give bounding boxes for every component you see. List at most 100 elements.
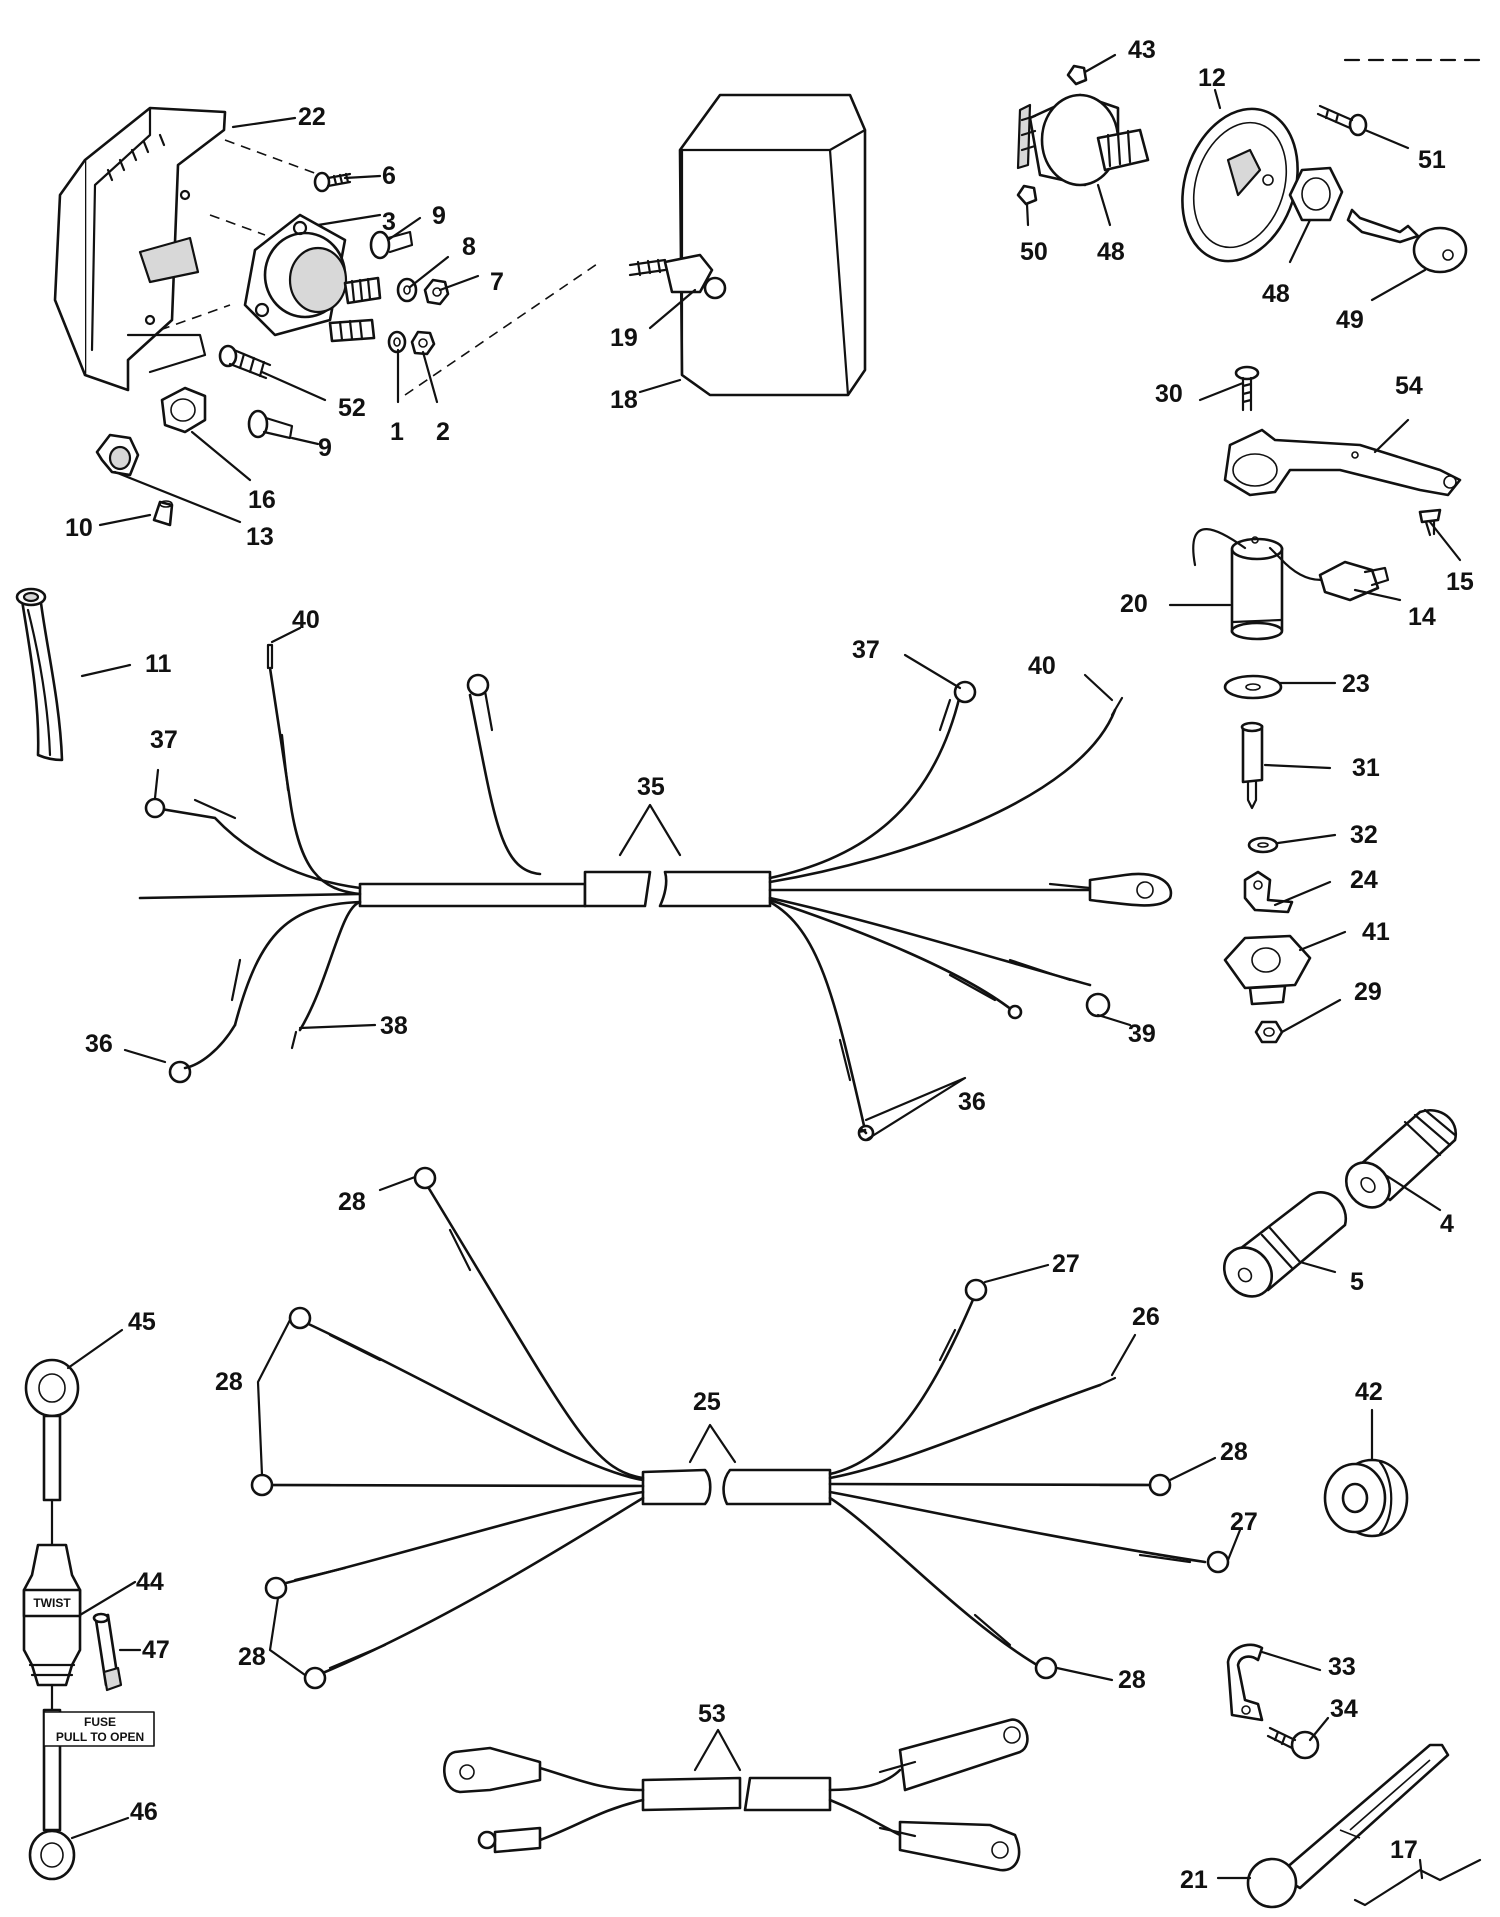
nut-48-lower xyxy=(1288,166,1344,222)
callout-54: 54 xyxy=(1395,372,1423,400)
wire-harness-35 xyxy=(138,643,1173,1142)
callout-26: 26 xyxy=(1132,1303,1160,1331)
nut-43 xyxy=(1066,64,1088,86)
callout-5: 5 xyxy=(1350,1268,1364,1296)
screw-9-top xyxy=(369,230,414,260)
callout-24: 24 xyxy=(1350,866,1378,894)
callout-22: 22 xyxy=(298,103,326,131)
terminal-19 xyxy=(628,253,727,300)
callout-4: 4 xyxy=(1440,1210,1454,1238)
clamp-13 xyxy=(95,433,140,477)
callout-28-top: 28 xyxy=(338,1188,366,1216)
fuse-label-line1: FUSE xyxy=(84,1715,116,1729)
battery-cable-53 xyxy=(443,1718,1029,1872)
callout-39: 39 xyxy=(1128,1020,1156,1048)
callout-10: 10 xyxy=(65,514,93,542)
nut-50 xyxy=(1016,184,1038,206)
callout-31: 31 xyxy=(1352,754,1380,782)
key-49 xyxy=(1346,208,1468,274)
nut-2 xyxy=(410,330,436,356)
callout-36-left: 36 xyxy=(85,1030,113,1058)
callout-18: 18 xyxy=(610,386,638,414)
callout-48-lower: 48 xyxy=(1262,280,1290,308)
screw-52 xyxy=(218,344,272,380)
callout-12: 12 xyxy=(1198,64,1226,92)
lockwasher-1 xyxy=(387,330,407,354)
callout-42: 42 xyxy=(1355,1378,1383,1406)
callout-35: 35 xyxy=(637,773,665,801)
screw-51 xyxy=(1316,104,1368,137)
screw-6 xyxy=(313,171,352,193)
grommet-41 xyxy=(1223,934,1312,1006)
connector-5 xyxy=(1222,1191,1348,1298)
callout-1: 1 xyxy=(390,418,404,446)
condenser-20 xyxy=(1192,528,1342,641)
bracket-54 xyxy=(1223,428,1462,497)
callout-48-upper: 48 xyxy=(1097,238,1125,266)
callout-37-right: 37 xyxy=(852,636,880,664)
callout-11: 11 xyxy=(145,650,172,678)
solenoid-3 xyxy=(243,213,382,343)
screw-30 xyxy=(1234,365,1260,412)
callout-3: 3 xyxy=(382,208,396,236)
callout-13: 13 xyxy=(246,523,274,551)
callout-9-top: 9 xyxy=(432,202,446,230)
callout-43: 43 xyxy=(1128,36,1156,64)
grommet-42 xyxy=(1323,1458,1409,1538)
callout-41: 41 xyxy=(1362,918,1390,946)
pin-31 xyxy=(1240,721,1264,810)
callout-16: 16 xyxy=(248,486,276,514)
callout-2: 2 xyxy=(436,418,450,446)
leader-lines xyxy=(66,53,1462,1880)
callout-38: 38 xyxy=(380,1012,408,1040)
lever-21 xyxy=(1246,1743,1450,1909)
callout-8: 8 xyxy=(462,233,476,261)
callout-37-left: 37 xyxy=(150,726,178,754)
callout-36-right: 36 xyxy=(958,1088,986,1116)
screw-34 xyxy=(1266,1726,1320,1760)
sleeve-10 xyxy=(152,500,174,527)
callout-labels: 22 6 3 9 8 7 1 2 52 9 16 13 10 19 18 43 … xyxy=(65,36,1474,1894)
nut-29 xyxy=(1254,1020,1284,1044)
callout-51: 51 xyxy=(1418,146,1446,174)
callout-34: 34 xyxy=(1330,1695,1358,1723)
callout-28-lower-right: 28 xyxy=(1118,1666,1146,1694)
callout-52: 52 xyxy=(338,394,366,422)
connector-4 xyxy=(1344,1108,1458,1209)
callout-49: 49 xyxy=(1336,306,1364,334)
callout-15: 15 xyxy=(1446,568,1474,596)
bracket-plate-22 xyxy=(53,106,227,392)
wire-harness-25 xyxy=(250,1166,1230,1690)
clamp-16 xyxy=(160,386,207,434)
clip-24 xyxy=(1243,870,1294,914)
callout-44: 44 xyxy=(136,1568,164,1596)
callout-40-left: 40 xyxy=(292,606,320,634)
callout-29: 29 xyxy=(1354,978,1382,1006)
callout-9-lower: 9 xyxy=(318,434,332,462)
callout-32: 32 xyxy=(1350,821,1378,849)
spring-rod-17 xyxy=(1353,1858,1482,1907)
callout-28-left: 28 xyxy=(215,1368,243,1396)
callout-27-right: 27 xyxy=(1230,1508,1258,1536)
washer-32 xyxy=(1247,836,1279,854)
callout-17: 17 xyxy=(1390,1836,1418,1864)
callout-40-right: 40 xyxy=(1028,652,1056,680)
fuse-holder-44: TWIST FUSE PULL TO OPEN xyxy=(22,1358,155,1881)
fuse-47 xyxy=(92,1612,123,1692)
callout-30: 30 xyxy=(1155,380,1183,408)
callout-28-lower-left: 28 xyxy=(238,1643,266,1671)
callout-23: 23 xyxy=(1342,670,1370,698)
callout-47: 47 xyxy=(142,1636,170,1664)
callout-19: 19 xyxy=(610,324,638,352)
callout-46: 46 xyxy=(130,1798,158,1826)
lockwasher-8 xyxy=(396,277,418,303)
callout-25: 25 xyxy=(693,1388,721,1416)
callout-33: 33 xyxy=(1328,1653,1356,1681)
callout-7: 7 xyxy=(490,268,504,296)
callout-45: 45 xyxy=(128,1308,156,1336)
screw-9-lower xyxy=(247,409,294,440)
nut-7 xyxy=(423,278,450,306)
callout-21: 21 xyxy=(1180,1866,1208,1894)
callout-20: 20 xyxy=(1120,590,1148,618)
